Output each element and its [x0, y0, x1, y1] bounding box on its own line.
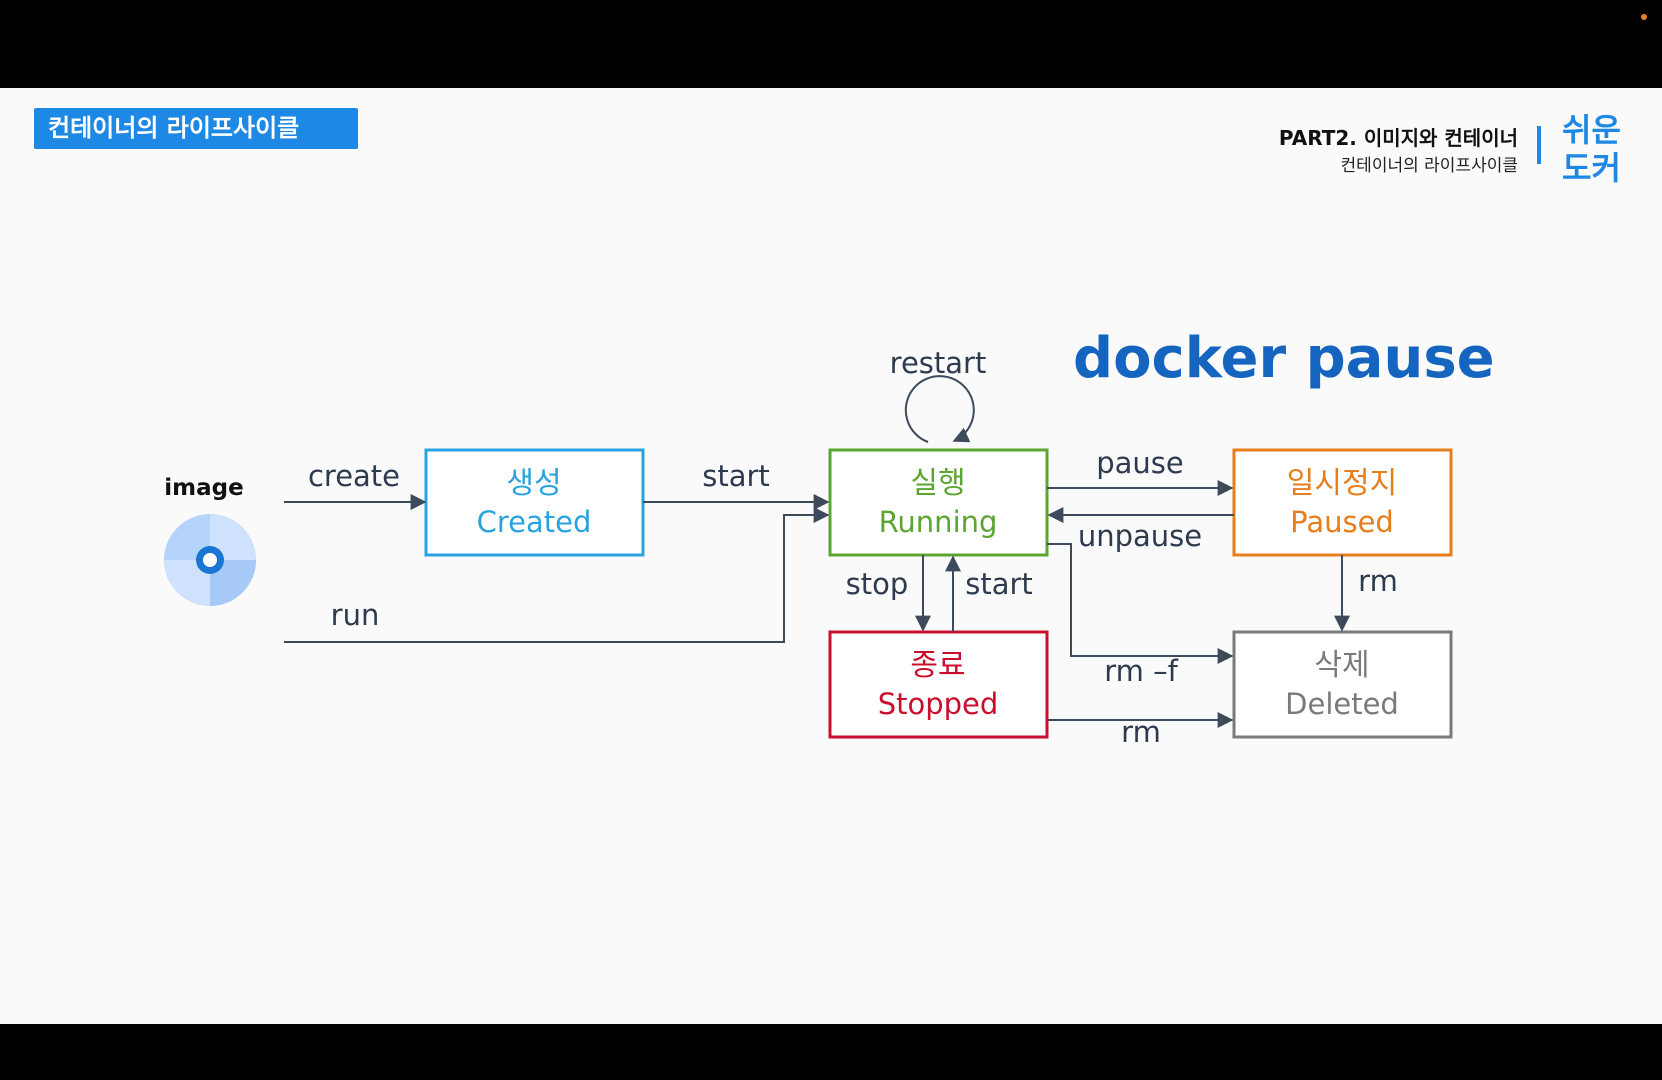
state-paused-ko: 일시정지 — [1287, 466, 1397, 501]
bottom-letterbox — [0, 1024, 1662, 1080]
label-unpause: unpause — [1078, 519, 1202, 553]
label-pause: pause — [1096, 446, 1184, 480]
logo-text-line2: 도커 — [1562, 149, 1621, 187]
state-paused: 일시정지 Paused — [1232, 448, 1453, 557]
state-stopped-en: Stopped — [878, 687, 999, 721]
state-deleted: 삭제 Deleted — [1232, 630, 1453, 739]
state-running-en: Running — [879, 505, 998, 539]
state-deleted-en: Deleted — [1285, 687, 1399, 721]
label-rm-paused: rm — [1358, 564, 1398, 598]
label-create: create — [308, 459, 400, 493]
state-stopped-ko: 종료 — [910, 648, 965, 683]
slide-title-badge: 컨테이너의 라이프사이클 — [34, 108, 358, 149]
edge-restart — [904, 375, 975, 443]
recording-indicator-icon — [1641, 14, 1647, 20]
state-created-en: Created — [477, 505, 592, 539]
state-deleted-ko: 삭제 — [1314, 648, 1369, 683]
edge-run — [284, 507, 830, 643]
state-running-ko: 실행 — [910, 466, 965, 501]
state-created-ko: 생성 — [506, 466, 561, 501]
top-letterbox — [0, 0, 1662, 88]
label-start: start — [702, 459, 770, 493]
label-restart: restart — [890, 346, 987, 380]
logo-text-line1: 쉬운 — [1562, 111, 1621, 149]
lifecycle-diagram: image 생성 Created 실행 Running 일시정지 Paused … — [164, 346, 1453, 749]
label-stop: stop — [846, 567, 909, 601]
label-run: run — [331, 598, 380, 632]
label-start-back: start — [965, 567, 1033, 601]
state-paused-en: Paused — [1290, 505, 1394, 539]
part-subtitle: 컨테이너의 라이프사이클 — [1340, 156, 1518, 176]
image-disc-icon — [164, 514, 256, 606]
edge-rm-force — [1047, 543, 1234, 664]
slide: 컨테이너의 라이프사이클 PART2. 이미지와 컨테이너 컨테이너의 라이프사… — [0, 88, 1662, 1024]
logo-separator — [1537, 126, 1541, 164]
label-rm-force: rm –f — [1104, 654, 1178, 688]
image-label: image — [164, 475, 243, 501]
label-rm-stopped: rm — [1121, 715, 1161, 749]
state-stopped: 종료 Stopped — [828, 630, 1049, 739]
part-title: PART2. 이미지와 컨테이너 — [1278, 126, 1518, 150]
state-running: 실행 Running — [828, 448, 1049, 557]
command-title: docker pause — [1073, 326, 1495, 391]
state-created: 생성 Created — [424, 448, 645, 557]
